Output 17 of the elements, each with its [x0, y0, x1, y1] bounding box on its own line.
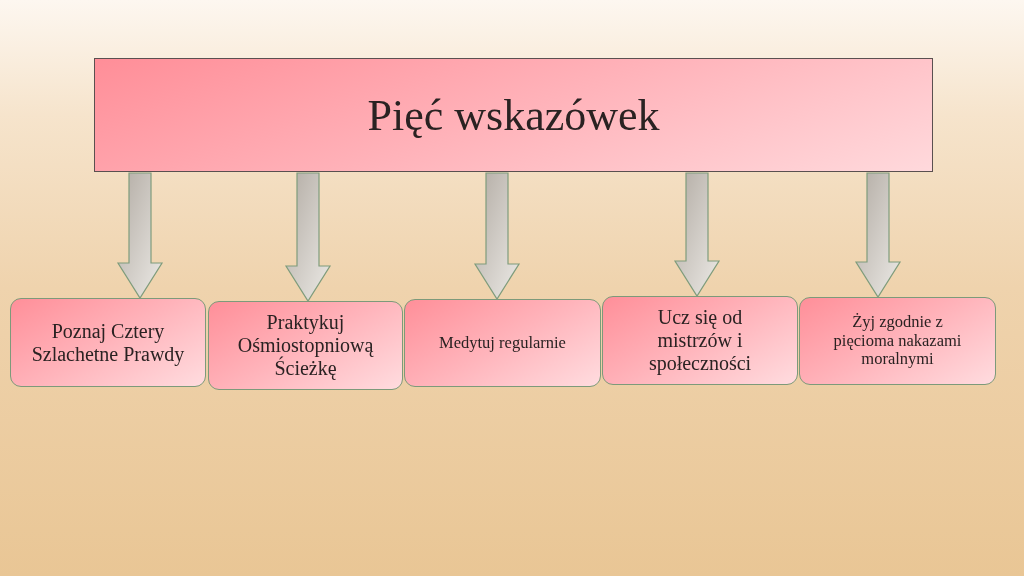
block-arrow — [284, 172, 332, 303]
title-text: Pięć wskazówek — [367, 89, 660, 141]
block-arrow — [673, 172, 721, 298]
step-box — [404, 299, 601, 387]
title-box — [94, 58, 933, 172]
block-arrow — [854, 172, 902, 299]
step-text: Ucz się od mistrzów i społeczności — [647, 306, 753, 375]
step-text: Medytuj regularnie — [439, 333, 566, 353]
block-arrow — [116, 172, 164, 300]
block-arrow — [473, 172, 521, 301]
step-text: Poznaj Cztery Szlachetne Prawdy — [30, 319, 186, 366]
step-box — [10, 298, 206, 387]
step-text: Żyj zgodnie z pięcioma nakazami moralnymi — [832, 312, 963, 370]
step-box — [602, 296, 798, 385]
step-box — [799, 297, 996, 385]
step-text: Praktykuj Ośmiostopniową Ścieżkę — [236, 311, 375, 380]
step-box — [208, 301, 403, 390]
